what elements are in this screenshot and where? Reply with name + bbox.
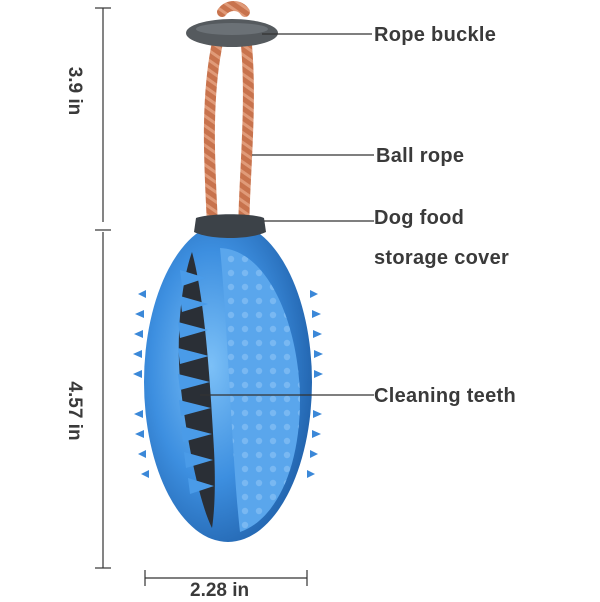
ball-rope xyxy=(203,1,254,221)
panel-dots xyxy=(220,248,300,532)
leader-lines xyxy=(200,33,374,396)
dimension-lines xyxy=(95,7,308,586)
cleaning-teeth-label: Cleaning teeth xyxy=(374,385,516,407)
buckle-highlight xyxy=(196,23,268,35)
ball-height-dimension: 4.57 in xyxy=(64,381,85,441)
ball-width-dimension: 2.28 in xyxy=(190,580,250,601)
storage-cover-part xyxy=(194,214,266,238)
ball-rope-label: Ball rope xyxy=(376,145,465,167)
cleaning-teeth xyxy=(178,270,214,494)
rope-height-dimension: 3.9 in xyxy=(64,66,85,116)
storage-cover-label-line2: storage cover xyxy=(374,247,510,269)
storage-cover-label-line1: Dog food xyxy=(374,207,465,229)
rope-buckle-label: Rope buckle xyxy=(374,24,497,46)
storage-cover-label: Dog food storage cover xyxy=(374,207,509,269)
